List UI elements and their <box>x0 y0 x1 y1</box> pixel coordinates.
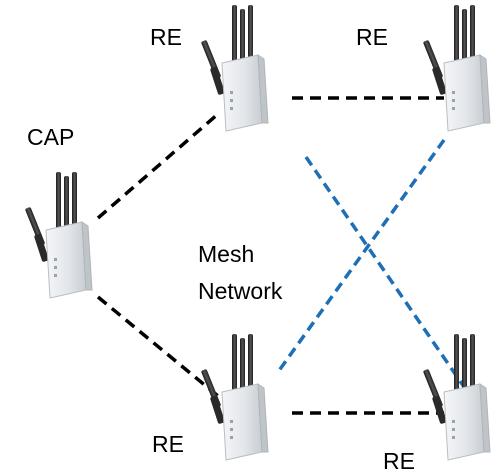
mesh-label-line1: Mesh <box>198 241 255 267</box>
link-cap-re-top-left <box>96 112 220 220</box>
router-icon-re-top-left <box>200 4 269 132</box>
wired-links <box>96 96 444 415</box>
label-re-top-right: RE <box>356 24 388 50</box>
link-re-top-right-re-bottom-left <box>276 138 446 374</box>
label-re-bottom-right: RE <box>383 448 415 474</box>
mesh-label-line2: Network <box>198 278 283 304</box>
router-icon-re-bottom-left <box>200 333 269 461</box>
mesh-network-label: Mesh Network <box>198 236 282 310</box>
router-icon-cap <box>24 171 93 299</box>
link-cap-re-bottom-left <box>96 295 220 398</box>
router-icon-re-bottom-right <box>422 333 491 461</box>
wireless-links <box>276 138 473 398</box>
label-re-bottom-left: RE <box>152 431 184 457</box>
router-icon-re-top-right <box>422 4 491 132</box>
label-cap: CAP <box>27 124 75 150</box>
label-re-top-left: RE <box>150 24 182 50</box>
link-re-top-left-re-bottom-right <box>304 156 473 398</box>
